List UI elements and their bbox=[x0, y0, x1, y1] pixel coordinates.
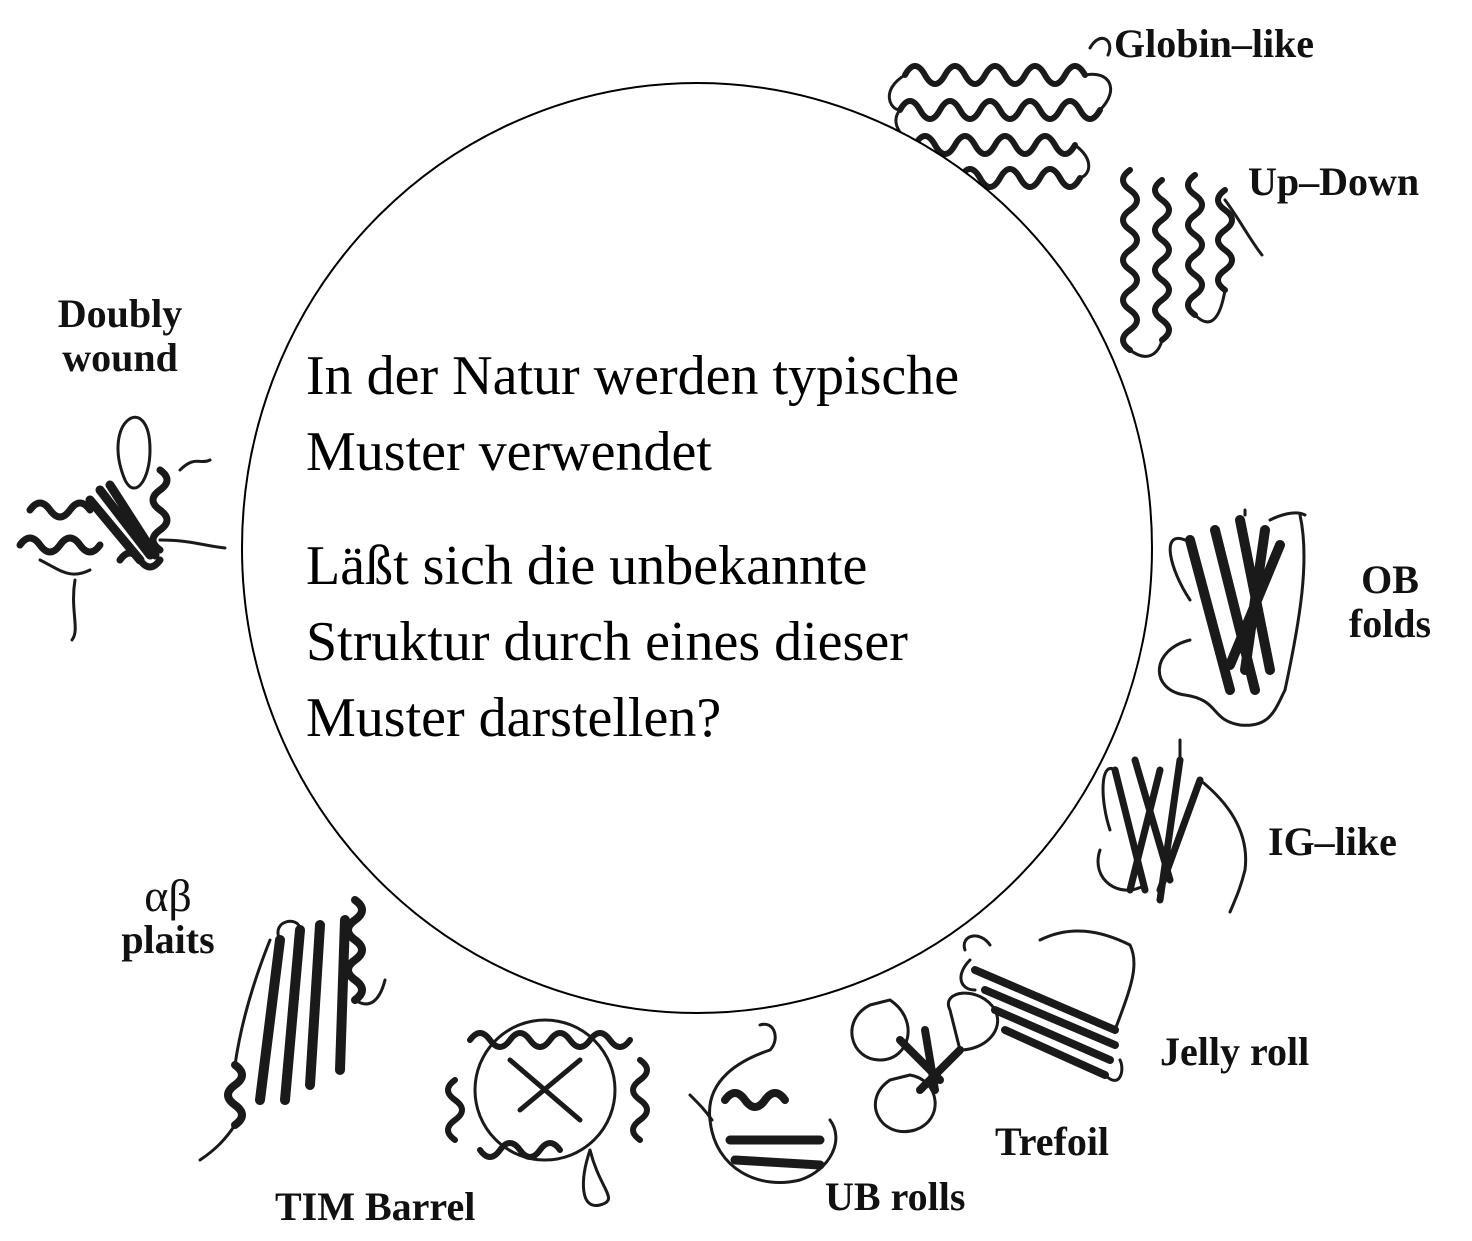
label-ig-like: IG–like bbox=[1268, 820, 1397, 864]
label-doubly-wound: Doubly wound bbox=[40, 292, 200, 380]
label-doubly-wound-line-2: wound bbox=[40, 336, 200, 380]
jelly-roll-structure bbox=[961, 931, 1134, 1080]
center-text-line-3: Läßt sich die unbekannte bbox=[306, 528, 1126, 604]
label-tim-barrel: TIM Barrel bbox=[275, 1185, 475, 1229]
label-ob-folds-line-2: folds bbox=[1335, 602, 1445, 646]
tim-barrel-structure bbox=[448, 1020, 647, 1206]
center-statement: In der Natur werden typische Muster verw… bbox=[306, 338, 1126, 490]
label-up-down: Up–Down bbox=[1248, 160, 1419, 204]
ob-folds-structure bbox=[1159, 510, 1305, 725]
label-alpha-beta-symbol: αβ bbox=[108, 874, 228, 918]
center-text-line-1: In der Natur werden typische bbox=[306, 338, 1126, 414]
label-ob-folds-line-1: OB bbox=[1335, 558, 1445, 602]
center-text-line-5: Muster darstellen? bbox=[306, 680, 1126, 756]
center-question: Läßt sich die unbekannte Struktur durch … bbox=[306, 528, 1126, 756]
center-text-line-2: Muster verwendet bbox=[306, 414, 1126, 490]
ig-like-structure bbox=[1098, 740, 1246, 912]
label-ob-folds: OB folds bbox=[1335, 558, 1445, 646]
label-jelly-roll: Jelly roll bbox=[1160, 1030, 1309, 1074]
ub-rolls-structure bbox=[690, 1024, 836, 1182]
label-doubly-wound-line-1: Doubly bbox=[40, 292, 200, 336]
doubly-wound-structure bbox=[20, 417, 225, 640]
label-plaits: plaits bbox=[108, 918, 228, 962]
trefoil-structure bbox=[852, 993, 998, 1132]
label-trefoil: Trefoil bbox=[995, 1120, 1109, 1164]
center-text-line-4: Struktur durch eines dieser bbox=[306, 604, 1126, 680]
label-alpha-beta-plaits: αβ plaits bbox=[108, 874, 228, 962]
up-down-structure bbox=[1123, 170, 1262, 356]
label-ub-rolls: UB rolls bbox=[825, 1175, 965, 1219]
label-globin-like: Globin–like bbox=[1114, 22, 1314, 66]
